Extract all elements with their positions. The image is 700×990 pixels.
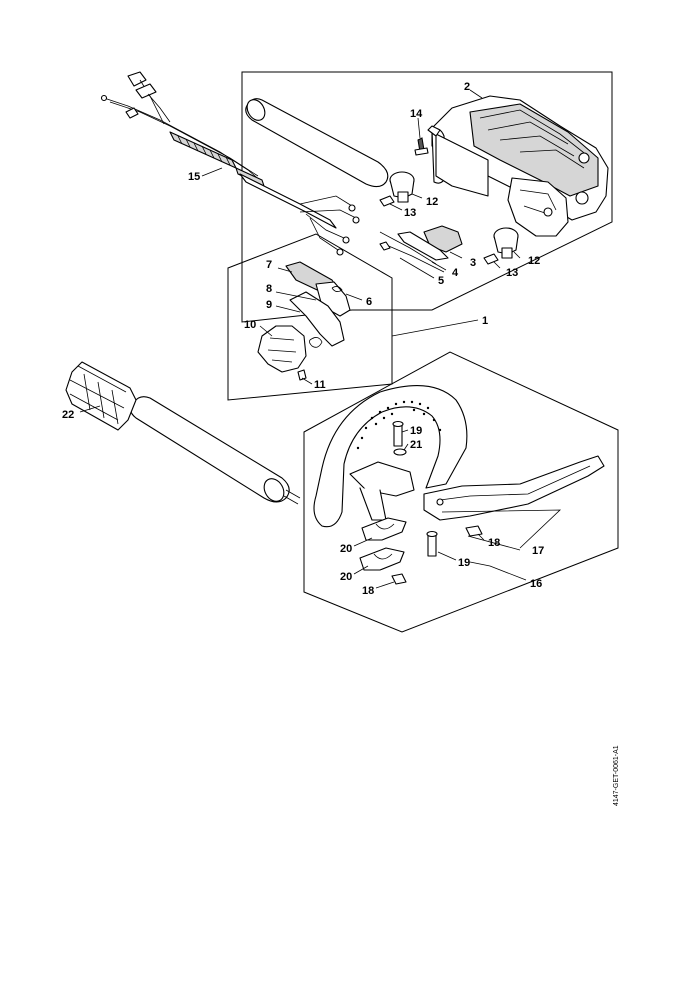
washer-21	[393, 448, 407, 456]
document-id-text: 4147-GET-0061-A1	[613, 745, 620, 806]
callout-19b: 19	[458, 557, 470, 569]
callout-15: 15	[188, 171, 200, 183]
callout-13: 13	[404, 207, 416, 219]
callout-21: 21	[410, 439, 422, 451]
screw-13-lower	[483, 253, 499, 265]
callout-7: 7	[266, 259, 272, 271]
rubber-grip-22	[65, 361, 137, 431]
callout-4: 4	[452, 267, 459, 279]
callout-8: 8	[266, 283, 272, 295]
callout-12b: 12	[528, 255, 540, 267]
nut-18-lower	[391, 573, 407, 585]
control-handle-housing	[427, 95, 609, 237]
document-id: 4147-GET-0061-A1	[613, 716, 627, 806]
callout-3: 3	[470, 257, 476, 269]
callout-20: 20	[340, 543, 352, 555]
loop-handle-frame	[303, 351, 619, 633]
callout-13b: 13	[506, 267, 518, 279]
callout-1: 1	[482, 315, 488, 327]
clamp-12-lower	[493, 227, 519, 259]
nut-18-upper	[465, 525, 483, 537]
callout-12: 12	[426, 196, 438, 208]
wiring-harness	[100, 71, 360, 256]
leader-lines	[79, 89, 562, 589]
callout-16: 16	[530, 578, 542, 590]
callout-19: 19	[410, 425, 422, 437]
screw-19-upper	[392, 420, 404, 447]
handle-housing-frame	[241, 71, 613, 323]
throttle-trigger-assembly	[257, 261, 351, 381]
callout-18: 18	[488, 537, 500, 549]
callout-11: 11	[314, 379, 326, 391]
screw-13-upper	[379, 195, 395, 207]
drive-tube	[129, 396, 301, 505]
screw-19-lower	[426, 530, 438, 557]
handle-tube	[245, 98, 389, 188]
bracket-17	[423, 455, 605, 521]
callout-5: 5	[438, 275, 444, 287]
callout-18b: 18	[362, 585, 374, 597]
clamp-12-upper	[389, 171, 415, 203]
callout-10: 10	[244, 319, 256, 331]
callout-14: 14	[410, 108, 423, 120]
callout-20b: 20	[340, 571, 352, 583]
callout-6: 6	[366, 296, 372, 308]
clamp-plate-20-upper	[361, 517, 407, 541]
throttle-parts	[379, 225, 463, 273]
callout-2: 2	[464, 81, 470, 93]
loop-handle	[313, 385, 468, 528]
clamp-plate-20-lower	[359, 547, 405, 571]
control-handle-frame	[227, 233, 393, 401]
loop-handle-texture	[356, 400, 442, 450]
callout-labels: 2 14 15 12 13 3 4 13 12 5 7 6 8 9 10 1 1…	[62, 81, 544, 597]
callout-22: 22	[62, 409, 74, 421]
callout-17: 17	[532, 545, 544, 557]
callout-9: 9	[266, 299, 272, 311]
screw-14	[414, 137, 429, 156]
